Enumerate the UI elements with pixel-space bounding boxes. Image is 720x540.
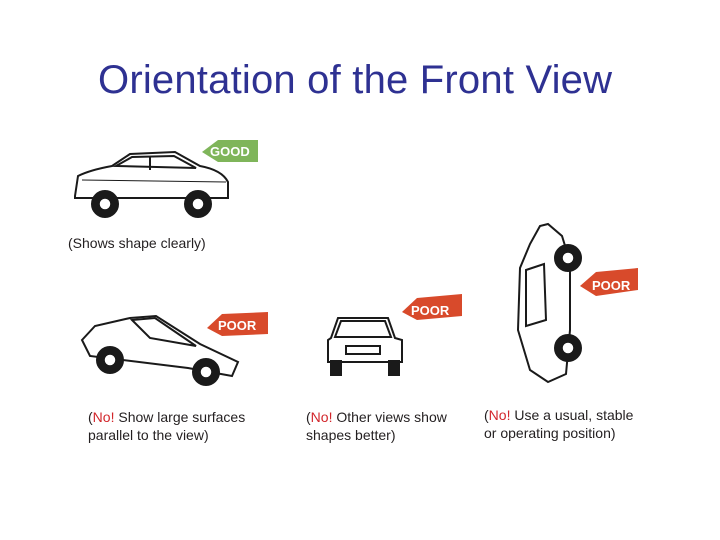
poor-badge-1: POOR [218, 318, 257, 333]
caption-paren: ( [88, 409, 93, 425]
caption-line: or operating position) [484, 425, 616, 441]
caption-no: No! [488, 407, 511, 423]
caption-side-view: (Shows shape clearly) [68, 234, 206, 252]
caption-vertical-view: (No! Use a usual, stable or operating po… [484, 406, 633, 442]
caption-no: No! [310, 409, 333, 425]
car-front-view [327, 317, 403, 376]
car-tilted-view [80, 314, 240, 386]
poor-badge-2: POOR [411, 303, 450, 318]
caption-front-view: (No! Other views show shapes better) [306, 408, 447, 444]
caption-line: Use a usual, stable [510, 407, 634, 423]
caption-no: No! [92, 409, 115, 425]
poor-arrow-icon: POOR [402, 294, 462, 320]
good-arrow-icon: GOOD [202, 140, 258, 162]
poor-arrow-icon: POOR [580, 268, 638, 296]
caption-paren: ( [484, 407, 489, 423]
car-side-view [74, 150, 229, 218]
caption-line: Show large surfaces [114, 409, 246, 425]
car-vertical-view [516, 222, 582, 384]
caption-paren: ( [306, 409, 311, 425]
slide-title: Orientation of the Front View [98, 58, 613, 102]
good-badge: GOOD [210, 144, 250, 159]
caption-line: parallel to the view) [88, 427, 209, 443]
poor-badge-3: POOR [592, 278, 631, 293]
poor-arrow-icon: POOR [207, 312, 268, 336]
caption-tilted-view: (No! Show large surfaces parallel to the… [88, 408, 245, 444]
caption-line: Other views show [332, 409, 447, 425]
caption-line: (Shows shape clearly) [68, 235, 206, 251]
caption-line: shapes better) [306, 427, 396, 443]
